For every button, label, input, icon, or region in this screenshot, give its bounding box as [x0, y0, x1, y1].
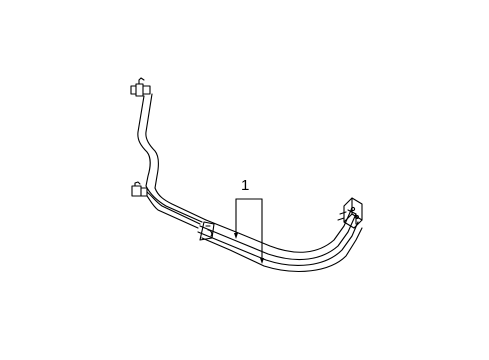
- callout-1: 1: [234, 177, 264, 264]
- cooler-line-assembly: [145, 185, 363, 272]
- callout-1-label: 1: [241, 177, 249, 194]
- callout-1-arrow-right: [260, 258, 264, 264]
- riser-tube: [137, 93, 159, 189]
- callout-1-arrow-left: [234, 233, 238, 239]
- upper-left-fitting: [130, 77, 151, 97]
- lower-left-fitting: [131, 181, 148, 197]
- right-fitting-flange: [337, 197, 363, 229]
